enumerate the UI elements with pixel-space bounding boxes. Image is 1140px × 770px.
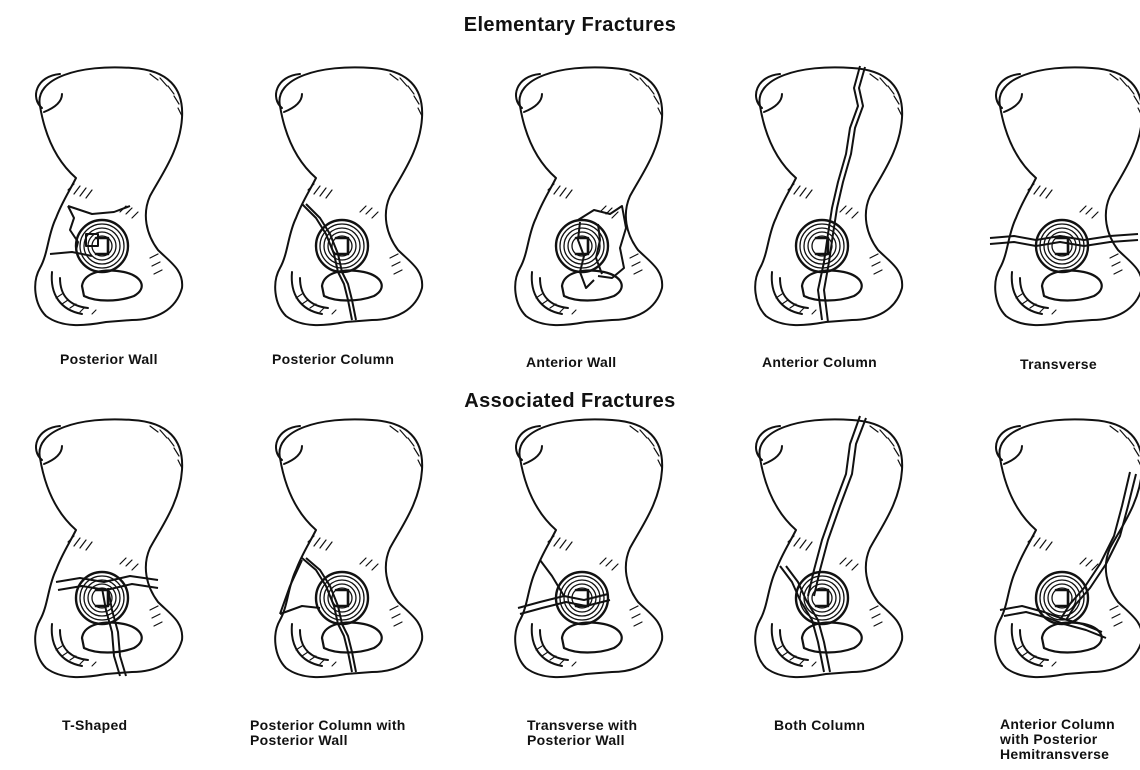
caption-line: Posterior Wall [60, 352, 158, 367]
caption-line: Transverse [1020, 357, 1097, 372]
hemipelvis-outline [35, 67, 182, 325]
caption-line: Anterior Column [762, 355, 877, 370]
caption-posterior-column: Posterior Column [272, 352, 394, 367]
t-shaped-illustration [0, 410, 220, 700]
caption-line: Anterior Wall [526, 355, 617, 370]
hemipelvis-outline [755, 419, 902, 677]
transverse-illustration [960, 58, 1140, 348]
caption-line: Both Column [774, 718, 865, 733]
posterior-wall-illustration [0, 58, 220, 348]
caption-line: Hemitransverse [1000, 747, 1115, 762]
anterior-wall-illustration [480, 58, 700, 348]
hemipelvis-outline [515, 419, 662, 677]
both-column-illustration [720, 410, 940, 700]
hemipelvis-outline [35, 419, 182, 677]
elementary-fractures-title: Elementary Fractures [0, 14, 1140, 37]
caption-line: with Posterior [1000, 732, 1115, 747]
posterior-column-illustration [240, 58, 460, 348]
transverse-with-posterior-wall-illustration [480, 410, 700, 700]
caption-line: Posterior Wall [250, 733, 406, 748]
caption-line: Posterior Wall [527, 733, 637, 748]
caption-line: Posterior Column [272, 352, 394, 367]
anterior-column-illustration [720, 58, 940, 348]
caption-anterior-column: Anterior Column [762, 355, 877, 370]
caption-transverse: Transverse [1020, 357, 1097, 372]
caption-line: Posterior Column with [250, 718, 406, 733]
hemipelvis-outline [995, 419, 1140, 677]
caption-both-column: Both Column [774, 718, 865, 733]
caption-line: T-Shaped [62, 718, 127, 733]
caption-line: Anterior Column [1000, 717, 1115, 732]
caption-posterior-wall: Posterior Wall [60, 352, 158, 367]
caption-anterior-wall: Anterior Wall [526, 355, 617, 370]
posterior-column-with-posterior-wall-illustration [240, 410, 460, 700]
hemipelvis-outline [755, 67, 902, 325]
caption-line: Transverse with [527, 718, 637, 733]
anterior-column-with-posterior-hemitransverse-illustration [960, 410, 1140, 700]
hemipelvis-outline [995, 67, 1140, 325]
caption-t-shaped: T-Shaped [62, 718, 127, 733]
